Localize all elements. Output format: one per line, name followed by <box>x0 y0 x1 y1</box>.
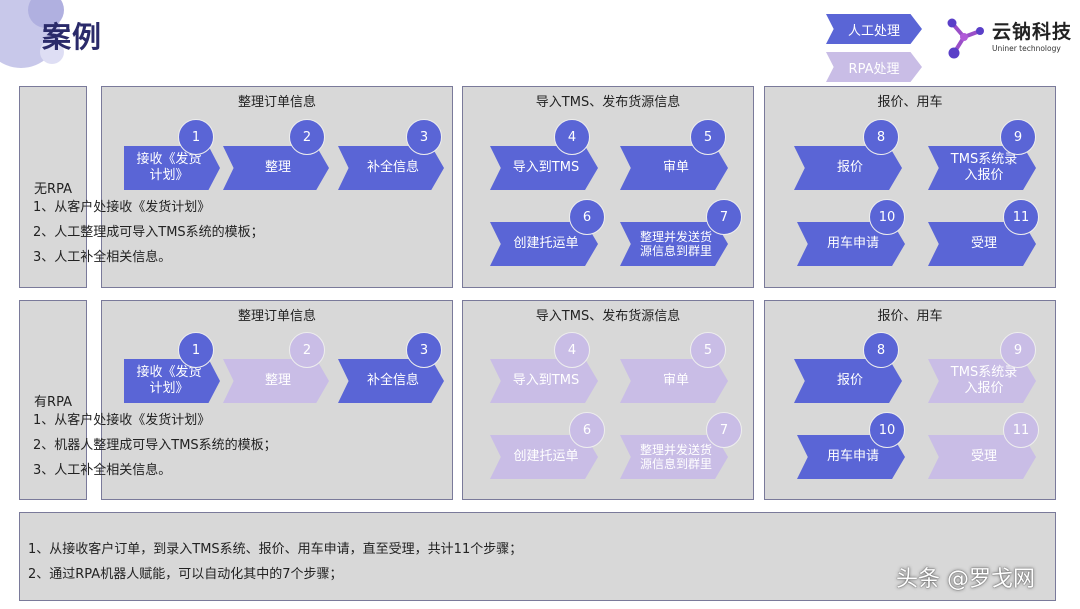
section-title: 整理订单信息 <box>237 95 316 110</box>
step-number-badge: 6 <box>569 412 605 448</box>
step-number-badge: 11 <box>1003 199 1039 235</box>
page-title: 案例 <box>42 20 103 54</box>
step-number-badge: 1 <box>178 332 214 368</box>
step-chevron: 导入到TMS <box>490 146 598 190</box>
step-chevron: 审单 <box>620 359 728 403</box>
step-number-badge: 10 <box>869 412 905 448</box>
row-label-text: 无RPA <box>34 181 72 197</box>
step-number-badge: 4 <box>554 332 590 368</box>
logo-subtitle: Uniner technology <box>992 44 1061 53</box>
note-line: 2、人工整理成可导入TMS系统的模板； <box>33 225 264 240</box>
step-number-badge: 1 <box>178 119 214 155</box>
row-label-text: 有RPA <box>34 394 72 410</box>
step-number-badge: 11 <box>1003 412 1039 448</box>
step-number-badge: 2 <box>289 119 325 155</box>
step-number-badge: 9 <box>1000 332 1036 368</box>
section-title: 导入TMS、发布货源信息 <box>535 309 681 324</box>
company-logo: 云钠科技 Uniner technology <box>944 17 1074 61</box>
step-number-badge: 4 <box>554 119 590 155</box>
section-title: 整理订单信息 <box>237 309 316 324</box>
step-chevron: 接收《发货计划》 <box>124 146 220 190</box>
note-line: 1、从客户处接收《发货计划》 <box>33 413 211 428</box>
step-number-badge: 10 <box>869 199 905 235</box>
step-chevron: 创建托运单 <box>490 222 598 266</box>
section-title: 报价、用车 <box>877 309 943 324</box>
logo-mark-icon <box>947 18 984 59</box>
step-number-badge: 6 <box>569 199 605 235</box>
step-chevron: 接收《发货计划》 <box>124 359 220 403</box>
step-chevron: 报价 <box>794 359 902 403</box>
step-number-badge: 7 <box>706 412 742 448</box>
step-chevron: 补全信息 <box>338 359 444 403</box>
step-number-badge: 5 <box>690 332 726 368</box>
note-line: 2、机器人整理成可导入TMS系统的模板； <box>33 438 277 453</box>
note-line: 3、人工补全相关信息。 <box>33 250 172 265</box>
summary-box <box>19 512 1056 601</box>
legend-rpa: RPA处理 <box>826 52 922 82</box>
logo-name: 云钠科技 <box>992 21 1073 43</box>
summary-line: 2、通过RPA机器人赋能，可以自动化其中的7个步骤； <box>28 567 343 582</box>
step-number-badge: 3 <box>406 119 442 155</box>
row-label-with-rpa: 有RPA <box>19 300 87 500</box>
note-line: 3、人工补全相关信息。 <box>33 463 172 478</box>
step-number-badge: 9 <box>1000 119 1036 155</box>
step-number-badge: 3 <box>406 332 442 368</box>
legend-manual: 人工处理 <box>826 14 922 44</box>
section-title: 导入TMS、发布货源信息 <box>535 95 681 110</box>
section-title: 报价、用车 <box>877 95 943 110</box>
step-number-badge: 8 <box>863 119 899 155</box>
step-number-badge: 5 <box>690 119 726 155</box>
step-number-badge: 8 <box>863 332 899 368</box>
summary-line: 1、从接收客户订单，到录入TMS系统、报价、用车申请，直至受理，共计11个步骤； <box>28 542 523 557</box>
row-label-no-rpa: 无RPA <box>19 86 87 288</box>
step-number-badge: 7 <box>706 199 742 235</box>
decor-circle-small <box>40 40 64 64</box>
decor-circle-medium <box>28 0 64 28</box>
watermark: 头条 @罗戈网 <box>896 567 1035 592</box>
step-number-badge: 2 <box>289 332 325 368</box>
step-chevron: 导入到TMS <box>490 359 598 403</box>
note-line: 1、从客户处接收《发货计划》 <box>33 200 211 215</box>
